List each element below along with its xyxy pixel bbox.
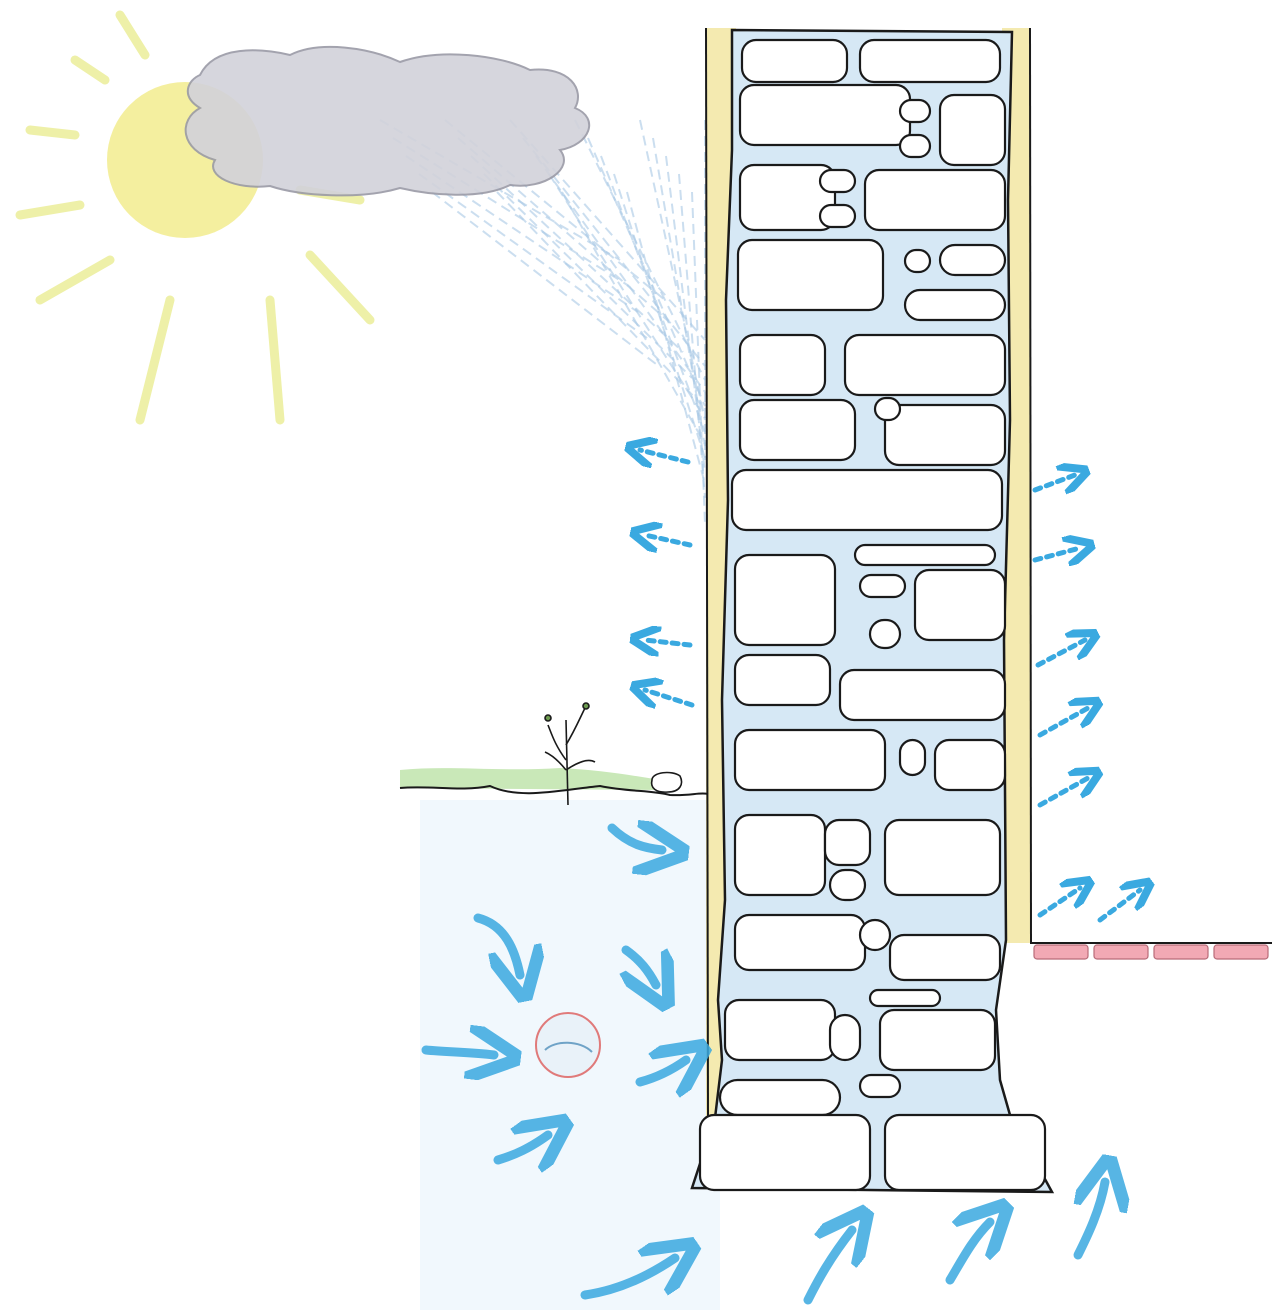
wall-stone: [735, 815, 825, 895]
wall-stone: [738, 240, 883, 310]
wall-stone: [905, 250, 930, 272]
sun-ray: [75, 60, 105, 80]
evaporation-arrow: [1035, 548, 1080, 560]
evaporation-arrow: [1040, 888, 1080, 915]
wall-stone: [840, 670, 1005, 720]
wall-stone: [885, 1115, 1045, 1190]
wall-stone: [915, 570, 1005, 640]
sun-ray: [30, 130, 75, 135]
wall-stone: [885, 820, 1000, 895]
wall-stone: [855, 545, 995, 565]
sun-ray: [310, 255, 370, 320]
floor-tiles: [1034, 945, 1268, 959]
evaporation-arrow: [645, 535, 690, 545]
rain-cloud-icon: [186, 47, 590, 195]
wall-stone: [820, 205, 855, 227]
small-stone-icon: [652, 773, 682, 793]
rain-streak: [497, 192, 701, 404]
moisture-arrow: [808, 1230, 852, 1300]
wall-stone: [900, 100, 930, 122]
wall-stone: [890, 935, 1000, 980]
wall-stone: [885, 405, 1005, 465]
wall-stone: [860, 920, 890, 950]
wall-stone: [940, 95, 1005, 165]
wall-stone: [860, 1075, 900, 1097]
wall-stone: [900, 135, 930, 157]
wall-stone: [880, 1010, 995, 1070]
evaporation-arrow: [1035, 475, 1075, 490]
wall-stone: [900, 740, 925, 775]
moisture-arrow: [1078, 1182, 1105, 1255]
sun-ray: [40, 260, 110, 300]
moisture-arrow: [950, 1222, 990, 1280]
sun-ray: [140, 300, 170, 420]
wall-stone: [725, 1000, 835, 1060]
wall-stone: [740, 400, 855, 460]
evaporation-arrow: [1038, 640, 1085, 665]
wall-stone: [830, 870, 865, 900]
evaporation-arrows-outside: [640, 450, 692, 705]
evaporation-arrow: [640, 450, 688, 462]
sun-ray: [120, 15, 145, 55]
evaporation-arrows-inside: [1035, 475, 1140, 920]
wall-stone: [935, 740, 1005, 790]
floor-tile: [1034, 945, 1088, 959]
sun-ray: [20, 205, 80, 215]
wall-stone: [700, 1115, 870, 1190]
wall-stone: [860, 40, 1000, 82]
grass-strip: [400, 768, 660, 790]
wall-stone: [870, 990, 940, 1006]
wall-stone: [905, 290, 1005, 320]
wall-stone: [735, 915, 865, 970]
wall-stone: [860, 575, 905, 597]
floor-tile: [1214, 945, 1268, 959]
wall-stone: [735, 655, 830, 705]
render-outline-right: [1030, 28, 1031, 943]
wall-stone: [875, 398, 900, 420]
wall-stone: [732, 470, 1002, 530]
wall-stone: [830, 1015, 860, 1060]
moisture-arrow: [426, 1050, 494, 1055]
wall-stone: [940, 245, 1005, 275]
wall-stone: [870, 620, 900, 648]
wall-stone: [845, 335, 1005, 395]
wall-stone: [720, 1080, 840, 1115]
evaporation-arrow: [645, 640, 690, 645]
wall-stone: [742, 40, 847, 82]
evaporation-arrow: [1100, 890, 1140, 920]
drain-pipe-icon: [536, 1013, 600, 1077]
wall-stone: [735, 555, 835, 645]
wall-stone: [820, 170, 855, 192]
wall-stone: [740, 85, 910, 145]
evaporation-arrow: [1040, 708, 1088, 735]
wall-stone: [735, 730, 885, 790]
floor-tile: [1154, 945, 1208, 959]
rain-streak: [484, 174, 692, 378]
wall-stone: [825, 820, 870, 865]
evaporation-arrow: [1040, 778, 1088, 805]
evaporation-arrow: [645, 690, 692, 705]
floor-tile: [1094, 945, 1148, 959]
sun-ray: [270, 300, 280, 420]
wall-stone: [740, 335, 825, 395]
wall-stone: [865, 170, 1005, 230]
